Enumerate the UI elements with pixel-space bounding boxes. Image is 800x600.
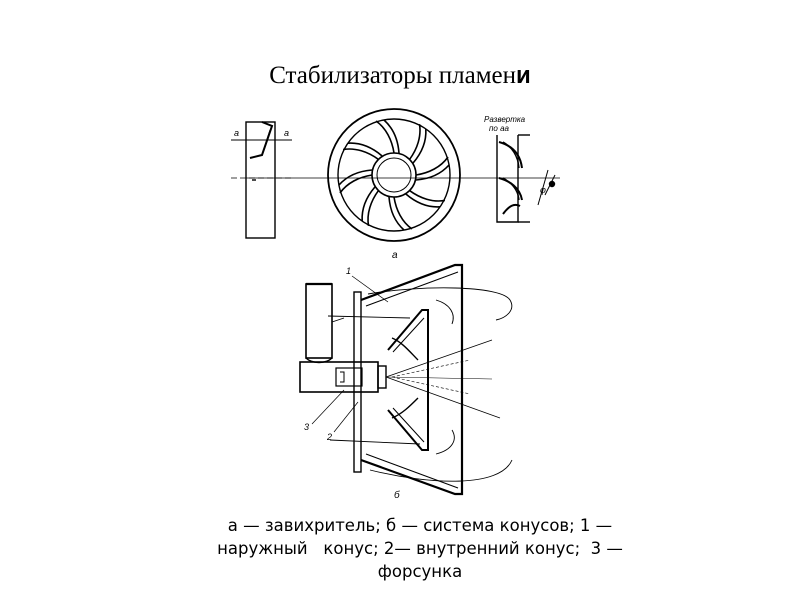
development-label-line1: Развертка xyxy=(484,115,526,124)
caption-line-1: а — завихритель; б — система конусов; 1 … xyxy=(227,516,613,535)
slide-title: Стабилизаторы пламени xyxy=(0,60,800,92)
callout-2: 2 xyxy=(326,432,332,442)
swirler-side-view xyxy=(231,121,292,239)
cone-system-view xyxy=(299,263,513,496)
angle-label: φ xyxy=(540,185,546,195)
section-label-left: а xyxy=(234,128,239,138)
caption-line-2: наружный конус; 2— внутренний конус; 3 — xyxy=(217,539,623,558)
caption-line-3: форсунка xyxy=(377,562,463,581)
callout-1: 1 xyxy=(346,266,351,276)
figure-label-a: а xyxy=(392,250,398,261)
figure-caption: а — завихритель; б — система конусов; 1 … xyxy=(170,514,670,583)
slide-title-main: Стабилизаторы пламен xyxy=(269,62,517,89)
development-label-line2: по аа xyxy=(489,124,510,133)
slide-title-tail: и xyxy=(516,62,531,89)
swirler-front-view xyxy=(327,108,461,242)
figure-label-b: б xyxy=(394,489,400,501)
callout-3: 3 xyxy=(304,422,309,432)
section-label-right: а xyxy=(284,128,289,138)
swirler-development-view xyxy=(496,134,556,223)
